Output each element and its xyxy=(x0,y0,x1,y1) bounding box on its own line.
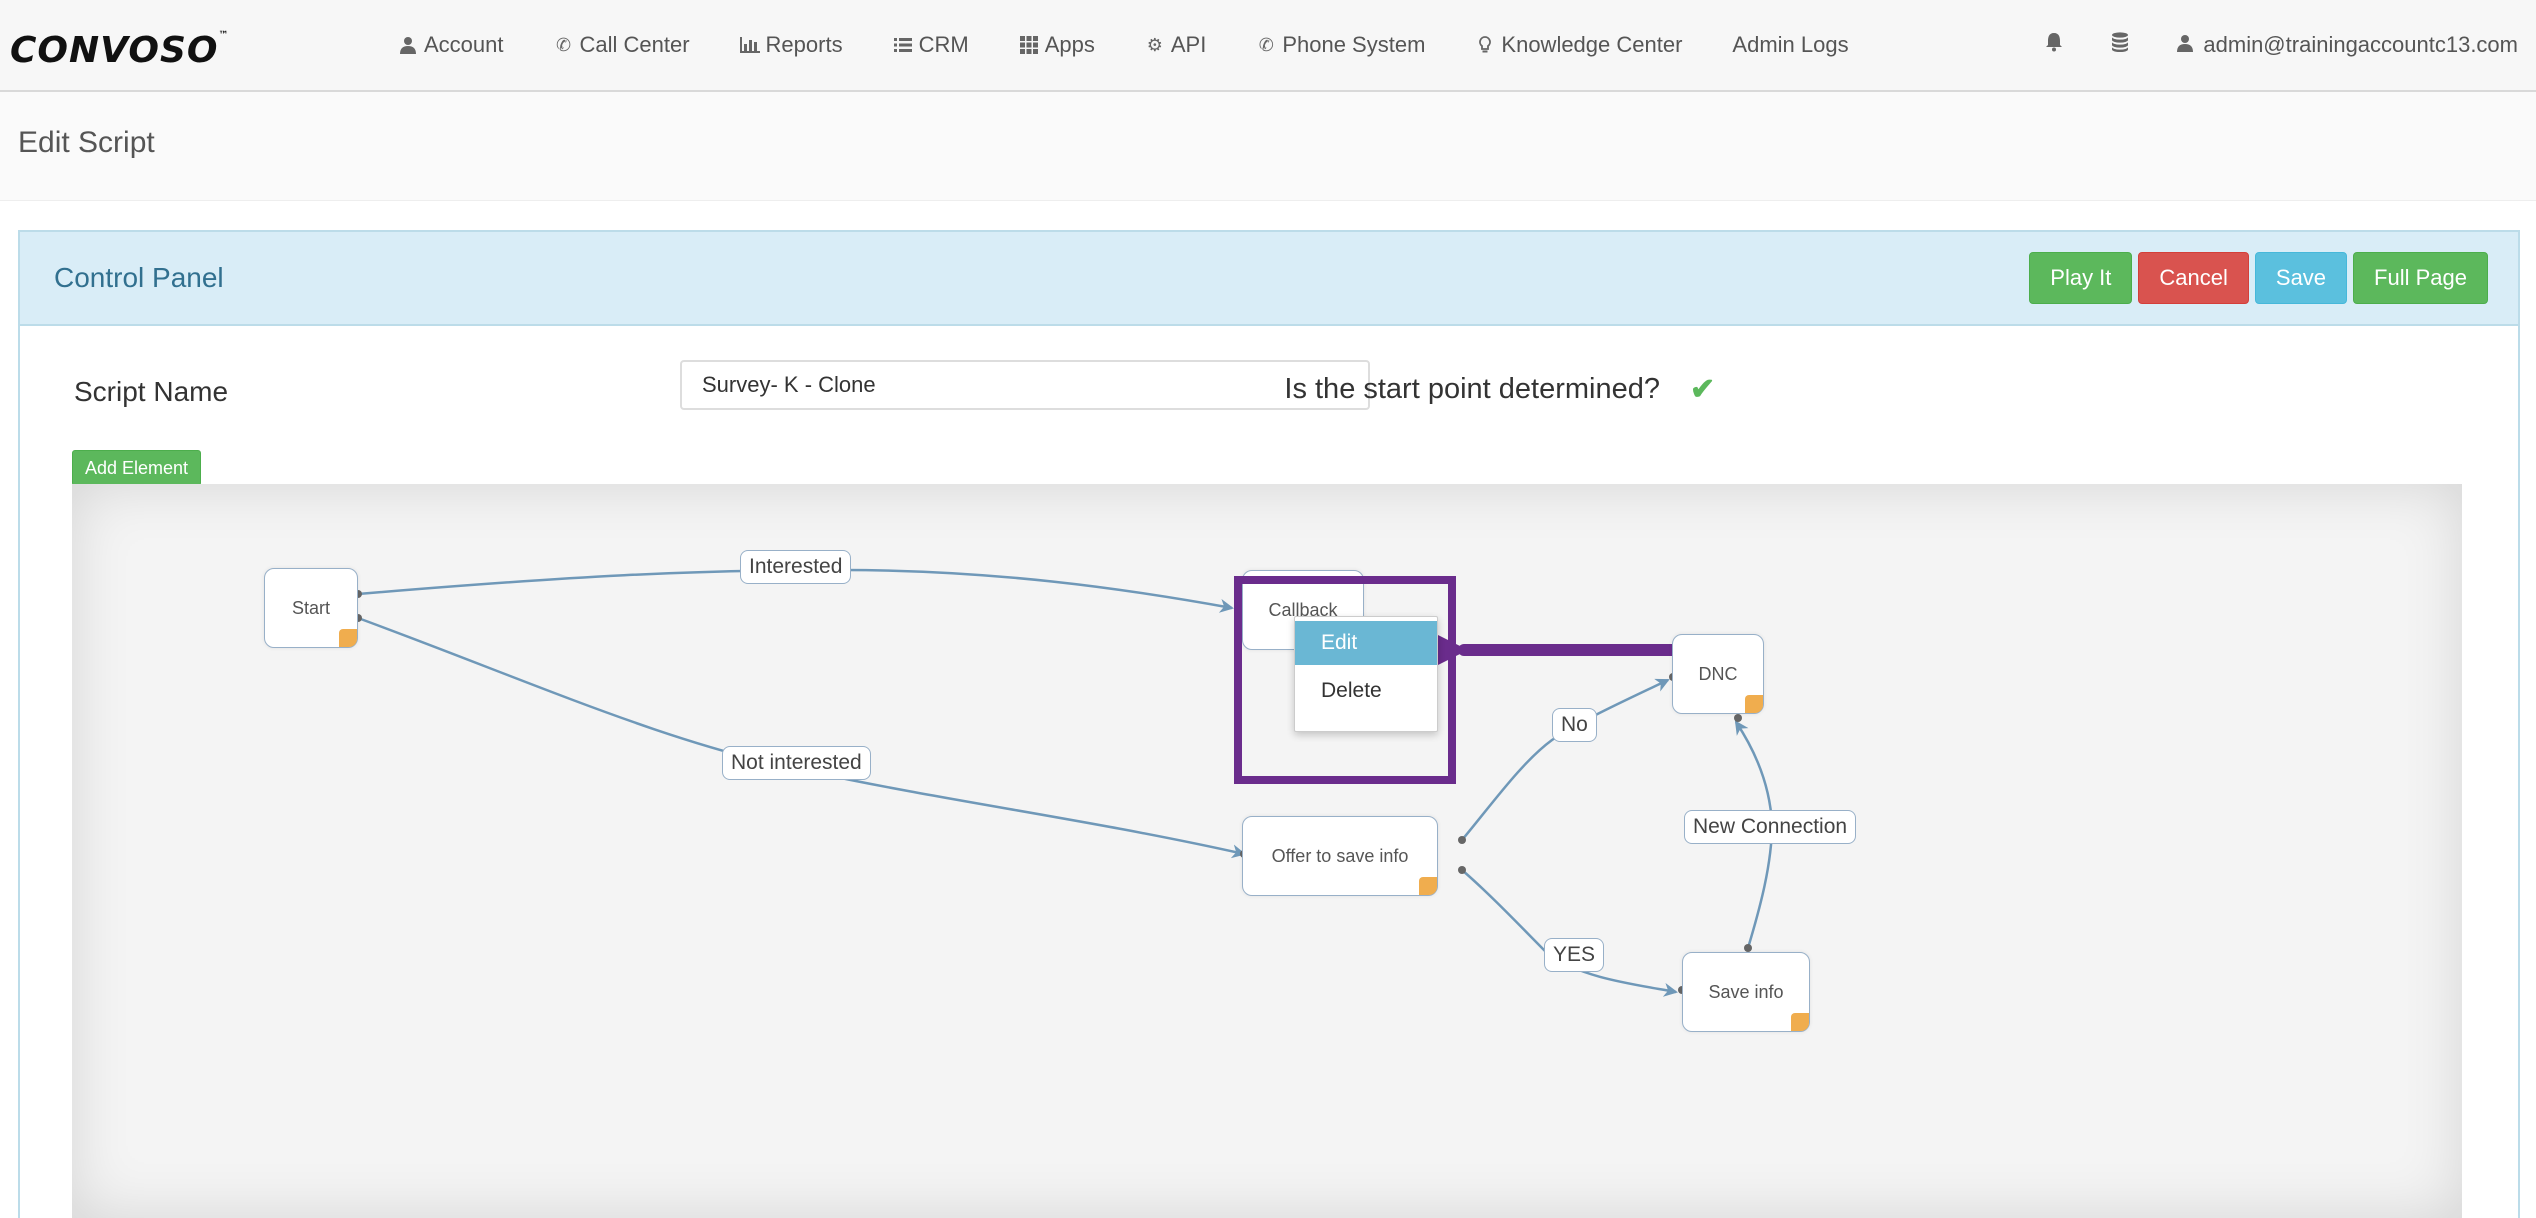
edge-label-interested[interactable]: Interested xyxy=(740,550,852,584)
edge-label-not-interested[interactable]: Not interested xyxy=(722,746,871,780)
right-nav: admin@trainingaccountc13.com xyxy=(1997,0,2518,90)
node-handle[interactable] xyxy=(1745,695,1763,713)
check-icon: ✔ xyxy=(1690,373,1716,406)
script-name-input[interactable] xyxy=(680,360,1370,410)
node-save-info[interactable]: Save info xyxy=(1682,952,1810,1032)
node-handle[interactable] xyxy=(1419,877,1437,895)
nav-label: Phone System xyxy=(1282,32,1426,57)
context-menu-edit[interactable]: Edit xyxy=(1295,621,1437,665)
nav-label: Account xyxy=(424,32,504,57)
nav-item-knowledge-center[interactable]: Knowledge Center xyxy=(1475,32,1682,58)
nav-label: API xyxy=(1170,32,1207,57)
full-page-button[interactable]: Full Page xyxy=(2353,252,2488,304)
page-title: Edit Script xyxy=(18,126,155,159)
database-button[interactable] xyxy=(2111,32,2129,58)
play-it-button[interactable]: Play It xyxy=(2029,252,2133,304)
node-handle[interactable] xyxy=(1791,1013,1809,1031)
start-point-question: Is the start point determined? xyxy=(1284,373,1660,405)
page-header: Edit Script xyxy=(0,92,2536,201)
gear-icon: ⚙ xyxy=(1146,34,1163,55)
node-label: Offer to save info xyxy=(1271,845,1409,866)
nav-label: CRM xyxy=(918,32,969,57)
save-button[interactable]: Save xyxy=(2254,252,2348,304)
edge-label-yes[interactable]: YES xyxy=(1544,938,1605,972)
add-element-button[interactable]: Add Element xyxy=(72,450,202,486)
panel-title: Control Panel xyxy=(54,262,224,293)
node-offer-to-save-info[interactable]: Offer to save info xyxy=(1242,816,1438,896)
nav-item-crm[interactable]: CRM xyxy=(893,32,969,58)
edge-label-no[interactable]: No xyxy=(1552,708,1597,742)
nav-label: Call Center xyxy=(579,32,690,57)
control-panel: Control Panel Play It Cancel Save Full P… xyxy=(18,230,2520,1218)
nav-item-phone-system[interactable]: ✆ Phone System xyxy=(1256,32,1426,58)
user-email: admin@trainingaccountc13.com xyxy=(2203,32,2518,57)
node-label: Callback xyxy=(1268,599,1338,620)
nav-item-apps[interactable]: Apps xyxy=(1019,32,1095,58)
node-dnc[interactable]: DNC xyxy=(1672,634,1764,714)
panel-buttons: Play It Cancel Save Full Page xyxy=(2029,252,2488,304)
nav-label: Admin Logs xyxy=(1732,32,1849,57)
database-icon xyxy=(2111,32,2129,58)
logo-text: CONVOSO xyxy=(10,30,219,71)
convoso-logo[interactable]: CONVOSO™ xyxy=(10,30,230,71)
nav-item-call-center[interactable]: ✆ Call Center xyxy=(554,32,690,58)
user-icon xyxy=(2177,32,2194,58)
nav-label: Reports xyxy=(765,32,843,57)
nav-label: Knowledge Center xyxy=(1501,32,1683,57)
phone-icon: ✆ xyxy=(555,34,572,55)
user-icon xyxy=(398,36,418,54)
script-name-label: Script Name xyxy=(74,376,229,407)
panel-heading: Control Panel Play It Cancel Save Full P… xyxy=(20,232,2518,326)
flow-canvas[interactable]: Start Callback DNC Offer to save info Sa… xyxy=(72,484,2462,1218)
user-menu[interactable]: admin@trainingaccountc13.com xyxy=(2177,32,2518,58)
list-icon xyxy=(893,37,913,53)
logo-trademark: ™ xyxy=(218,30,230,41)
phone-icon: ✆ xyxy=(1258,34,1274,55)
bar-chart-icon xyxy=(739,37,760,53)
node-label: DNC xyxy=(1698,663,1738,684)
node-start[interactable]: Start xyxy=(264,568,358,648)
edge-yes xyxy=(1461,869,1678,997)
nav-item-admin-logs[interactable]: Admin Logs xyxy=(1732,32,1848,58)
context-menu-delete[interactable]: Delete xyxy=(1321,679,1382,702)
nav-item-account[interactable]: Account xyxy=(398,32,504,58)
nav-item-reports[interactable]: Reports xyxy=(739,32,843,58)
nav-item-api[interactable]: ⚙ API xyxy=(1145,32,1207,58)
main-nav: Account ✆ Call Center Reports CRM Apps ⚙… xyxy=(398,0,1899,90)
cancel-button[interactable]: Cancel xyxy=(2138,252,2249,304)
node-handle[interactable] xyxy=(339,629,357,647)
edge-not-interested xyxy=(357,616,1246,859)
nav-label: Apps xyxy=(1044,32,1095,57)
notifications-button[interactable] xyxy=(2045,32,2063,58)
lightbulb-icon xyxy=(1475,36,1495,54)
top-navbar: CONVOSO™ Account ✆ Call Center Reports C… xyxy=(0,0,2536,92)
bell-icon xyxy=(2045,32,2063,58)
node-label: Start xyxy=(291,597,330,618)
node-context-menu: Edit Delete xyxy=(1294,616,1438,732)
edge-label-new-connection[interactable]: New Connection xyxy=(1684,810,1857,844)
grid-icon xyxy=(1019,36,1039,54)
node-label: Save info xyxy=(1708,981,1784,1002)
edge-no xyxy=(1461,678,1670,841)
